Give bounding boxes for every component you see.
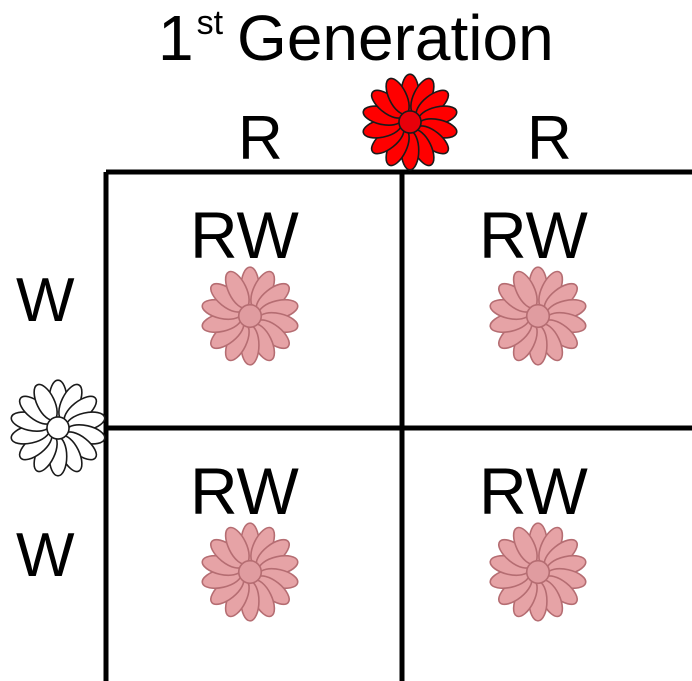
title-text: Generation — [237, 2, 554, 74]
column-allele-2: R — [527, 104, 572, 173]
cell-genotype-3: RW — [190, 454, 299, 528]
parent-white-flower-icon — [10, 379, 106, 477]
title-prefix: 1 — [158, 2, 194, 74]
offspring-flower-icon-4 — [489, 522, 587, 622]
title-superscript: st — [196, 4, 224, 42]
parent-red-flower-icon — [362, 73, 458, 171]
cell-genotype-2: RW — [479, 198, 588, 272]
cell-genotype-1: RW — [190, 198, 299, 272]
row-allele-2: W — [16, 521, 75, 590]
offspring-flower-icon-3 — [201, 522, 299, 622]
cell-genotype-4: RW — [479, 454, 588, 528]
grid-lines — [103, 169, 692, 681]
column-allele-1: R — [238, 104, 283, 173]
offspring-flower-icon-1 — [201, 266, 299, 366]
flower-layer — [10, 73, 587, 622]
offspring-flower-icon-2 — [489, 266, 587, 366]
row-allele-1: W — [16, 266, 75, 335]
